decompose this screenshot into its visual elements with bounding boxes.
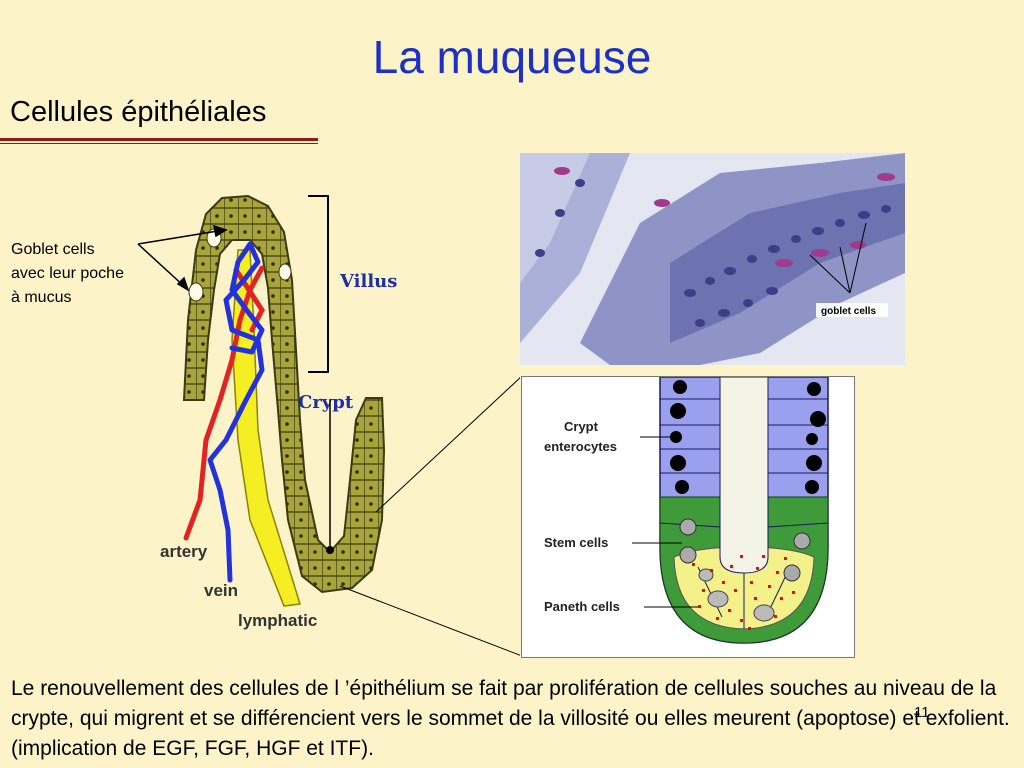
micrograph-image: goblet cells xyxy=(520,153,905,365)
villus-epithelium xyxy=(182,194,386,594)
goblet-caption-line-2: avec leur poche xyxy=(11,265,124,282)
lymphatic-label: lymphatic xyxy=(238,611,317,630)
body-paragraph: Le renouvellement des cellules de l ’épi… xyxy=(11,677,1010,760)
villus-crypt-diagram: Villus Crypt artery vein lymphatic xyxy=(137,194,520,656)
vein-vessel xyxy=(207,241,265,583)
crypt-enterocytes-label-2: enterocytes xyxy=(544,439,617,454)
micrograph-svg: goblet cells xyxy=(520,153,905,365)
crypt-detail-svg: Crypt enterocytes Stem cells Paneth cell… xyxy=(544,377,829,644)
micrograph-goblet-label: goblet cells xyxy=(821,306,876,317)
crypt-base-dot xyxy=(326,546,334,554)
villus-label: Villus xyxy=(339,271,397,292)
goblet-arrows xyxy=(137,224,228,292)
title-underline xyxy=(0,138,318,141)
zoom-line-bottom xyxy=(339,585,520,656)
goblet-caption-line-3: à mucus xyxy=(11,289,72,306)
zoom-line-top xyxy=(375,377,520,513)
goblet-cell-2 xyxy=(188,282,204,302)
goblet-cells-caption: Goblet cells avec leur poche à mucus xyxy=(11,238,171,310)
page-number: 11 xyxy=(914,704,930,721)
goblet-caption-line-1: Goblet cells xyxy=(11,241,95,258)
crypt-detail-diagram: Crypt enterocytes Stem cells Paneth cell… xyxy=(521,376,855,658)
stem-cells-label: Stem cells xyxy=(544,535,608,550)
slide-subtitle: Cellules épithéliales xyxy=(10,96,267,128)
slide-title: La muqueuse xyxy=(372,31,652,83)
artery-label: artery xyxy=(160,542,208,561)
goblet-cell-3 xyxy=(278,263,292,281)
crypt-enterocytes-label-1: Crypt xyxy=(564,419,599,434)
crypt-label: Crypt xyxy=(298,392,354,413)
title-underline-thin xyxy=(0,143,318,144)
vein-label: vein xyxy=(204,581,238,600)
villus-bracket xyxy=(308,195,329,373)
paneth-cells-label: Paneth cells xyxy=(544,599,620,614)
